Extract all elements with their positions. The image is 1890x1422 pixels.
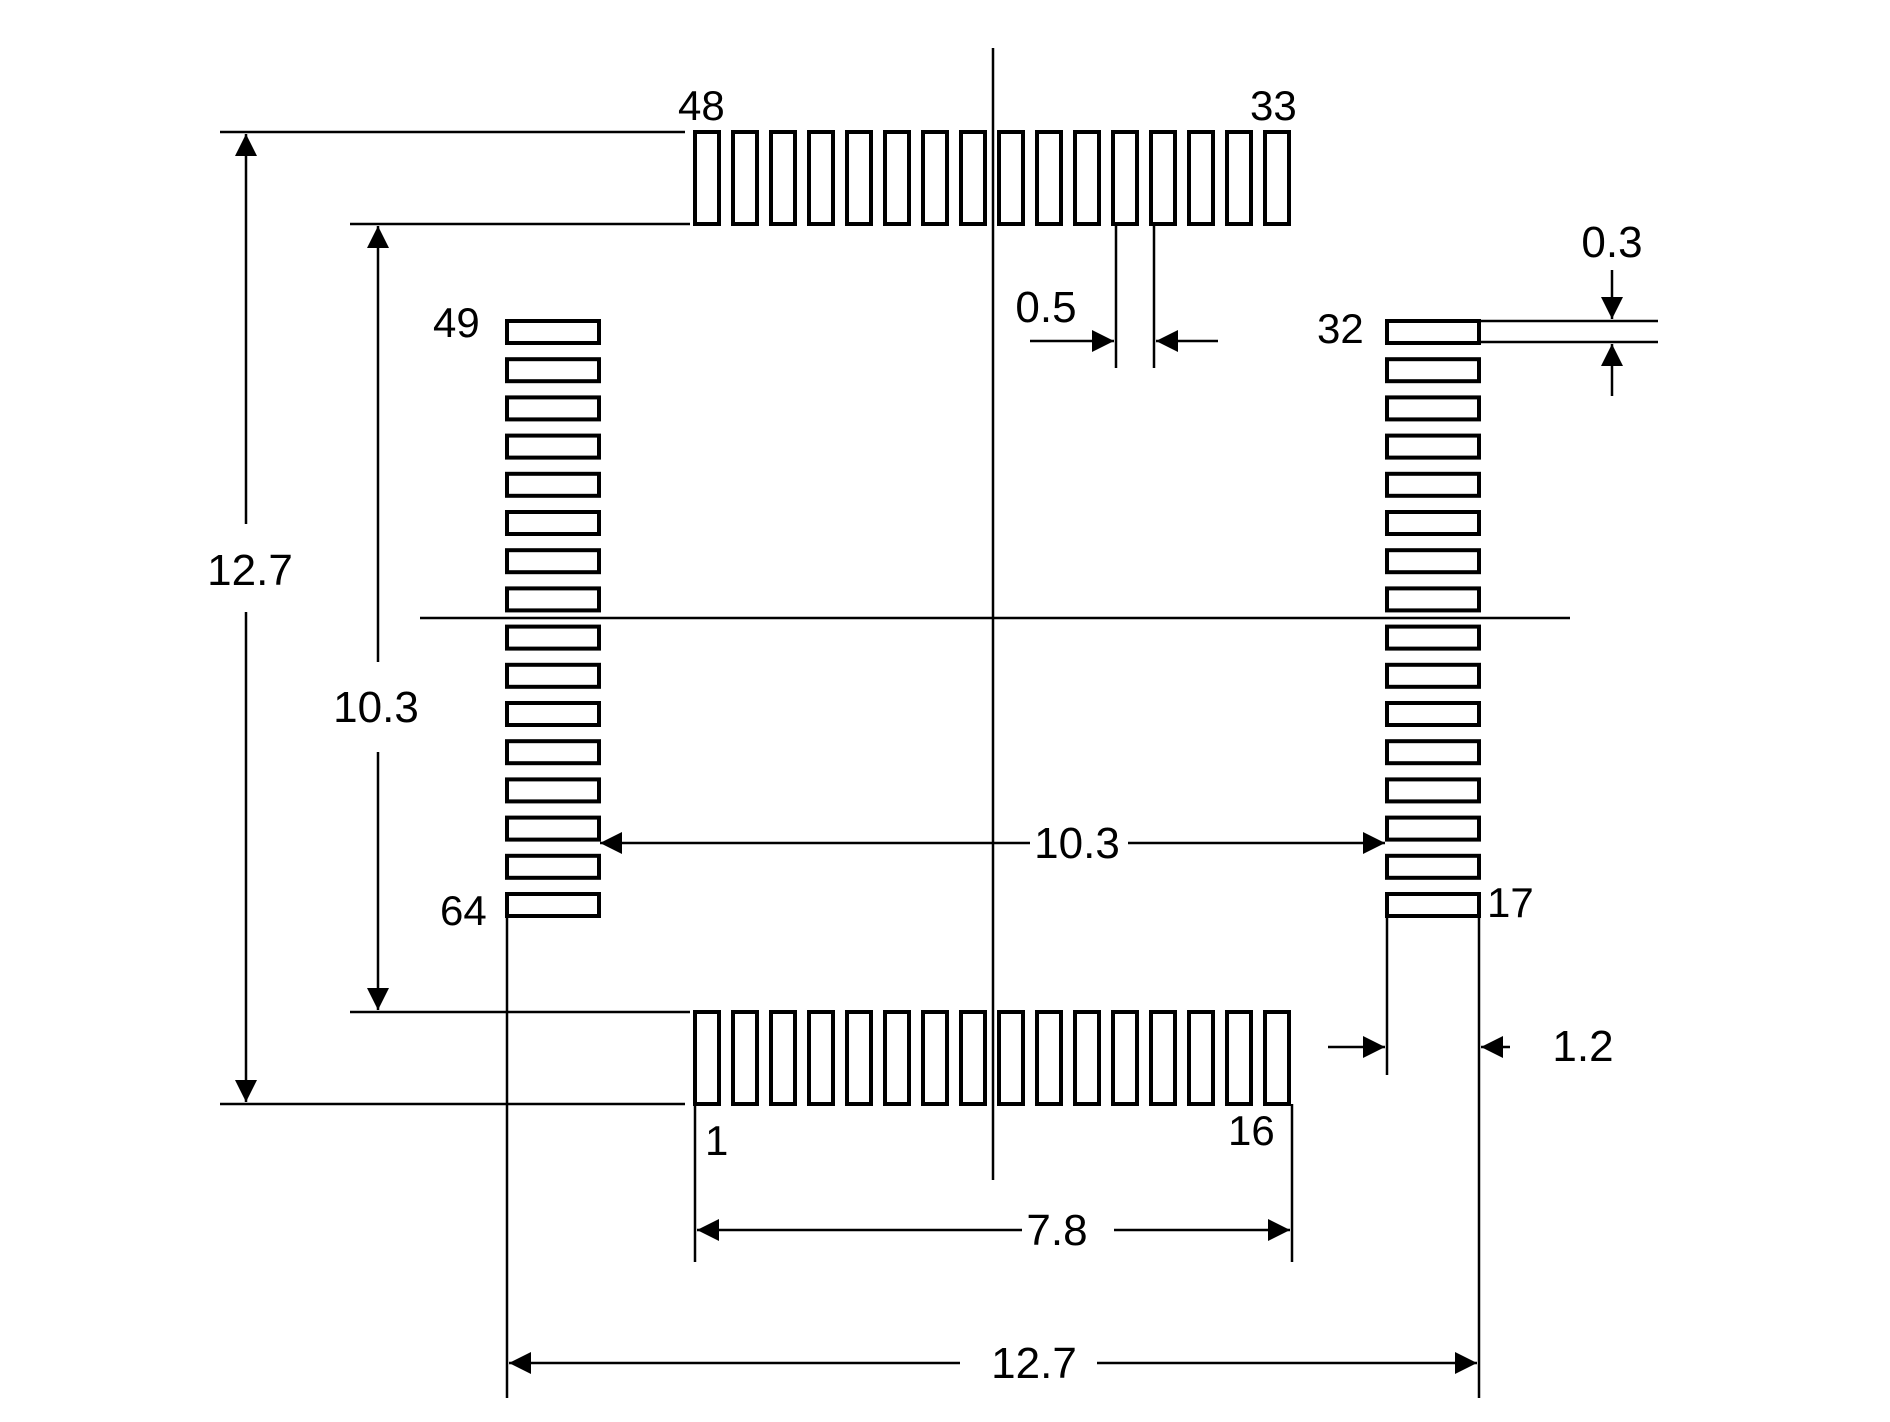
pad-left: [505, 624, 601, 651]
pad-right: [1385, 319, 1481, 345]
dim-outer-height-label: 12.7: [207, 546, 293, 595]
pad-bottom: [1187, 1010, 1215, 1106]
dim-inner-width-label: 10.3: [1034, 819, 1120, 868]
pad-right: [1385, 548, 1481, 575]
pad-bottom: [1263, 1010, 1291, 1106]
pad-top: [693, 130, 721, 226]
pad-top: [807, 130, 835, 226]
dim-outer-width-label: 12.7: [991, 1339, 1077, 1388]
pad-bottom: [921, 1010, 949, 1106]
pad-left: [505, 510, 601, 536]
pad-right: [1385, 433, 1481, 460]
pad-bottom: [959, 1010, 987, 1106]
right-pad-column: [1385, 319, 1481, 918]
top-pad-row: [693, 130, 1291, 226]
pin-label-1: 1: [705, 1117, 728, 1164]
bottom-pad-row: [693, 1010, 1291, 1106]
pad-bottom: [1225, 1010, 1253, 1106]
pad-left: [505, 701, 601, 727]
pad-bottom: [1073, 1010, 1101, 1106]
pad-top: [997, 130, 1025, 226]
pad-right: [1385, 586, 1481, 613]
pad-left: [505, 433, 601, 460]
pad-right: [1385, 892, 1481, 918]
pad-left: [505, 739, 601, 766]
pad-top: [921, 130, 949, 226]
dim-pad-width-label: 0.3: [1581, 218, 1642, 267]
dim-row-length-label: 7.8: [1026, 1206, 1087, 1255]
pin-label-49: 49: [433, 299, 480, 346]
pad-top: [1187, 130, 1215, 226]
pad-left: [505, 548, 601, 575]
pad-bottom: [1111, 1010, 1139, 1106]
pad-left: [505, 892, 601, 918]
pad-right: [1385, 510, 1481, 536]
pad-left: [505, 471, 601, 498]
dim-pad-length-label: 1.2: [1552, 1022, 1613, 1071]
pad-top: [883, 130, 911, 226]
pad-bottom: [883, 1010, 911, 1106]
pad-left: [505, 777, 601, 804]
pad-left: [505, 319, 601, 345]
pin-label-32: 32: [1317, 305, 1364, 352]
pad-top: [1225, 130, 1253, 226]
dim-inner-height-label: 10.3: [333, 683, 419, 732]
pad-top: [1111, 130, 1139, 226]
pad-right: [1385, 853, 1481, 880]
pin-label-33: 33: [1250, 82, 1297, 129]
pad-right: [1385, 739, 1481, 766]
pad-bottom: [1149, 1010, 1177, 1106]
pin-label-64: 64: [440, 887, 487, 934]
pad-bottom: [845, 1010, 873, 1106]
pad-bottom: [693, 1010, 721, 1106]
pad-left: [505, 357, 601, 384]
dim-pitch-label: 0.5: [1015, 283, 1076, 332]
pin-label-16: 16: [1228, 1107, 1275, 1154]
pad-top: [769, 130, 797, 226]
pad-top: [1035, 130, 1063, 226]
pad-right: [1385, 357, 1481, 384]
pad-top: [959, 130, 987, 226]
pad-left: [505, 395, 601, 422]
pad-bottom: [769, 1010, 797, 1106]
pin-label-48: 48: [678, 82, 725, 129]
pad-bottom: [997, 1010, 1025, 1106]
pin-label-17: 17: [1487, 879, 1534, 926]
pad-top: [1073, 130, 1101, 226]
pad-bottom: [807, 1010, 835, 1106]
pad-right: [1385, 624, 1481, 651]
pad-left: [505, 662, 601, 689]
pad-top: [845, 130, 873, 226]
pad-right: [1385, 777, 1481, 804]
pad-right: [1385, 662, 1481, 689]
pad-bottom: [731, 1010, 759, 1106]
pad-right: [1385, 395, 1481, 422]
pad-bottom: [1035, 1010, 1063, 1106]
left-pad-column: [505, 319, 601, 918]
pad-top: [1149, 130, 1177, 226]
pad-right: [1385, 815, 1481, 842]
pad-left: [505, 586, 601, 613]
pad-left: [505, 853, 601, 880]
pad-top: [1263, 130, 1291, 226]
pad-top: [731, 130, 759, 226]
pad-left: [505, 815, 601, 842]
pad-right: [1385, 471, 1481, 498]
pad-right: [1385, 701, 1481, 727]
